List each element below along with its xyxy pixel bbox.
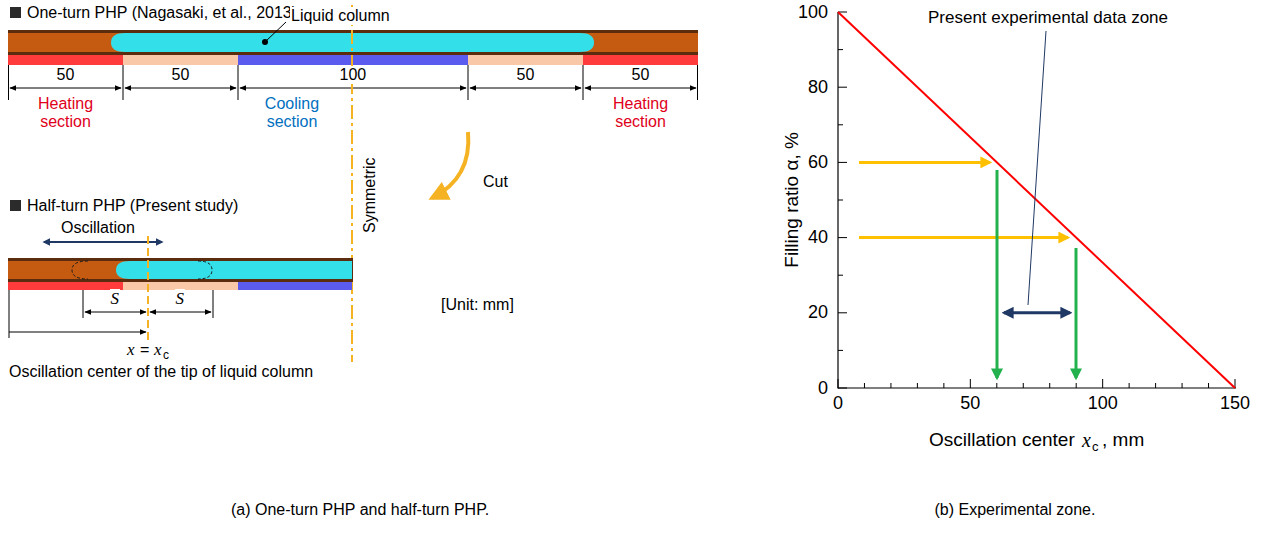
x-tick <box>1129 383 1130 388</box>
green-arrow <box>1075 248 1078 378</box>
amplitude-symbol: S <box>110 289 121 309</box>
heating-band <box>8 282 123 290</box>
y-tick <box>838 162 847 163</box>
x-tick <box>1155 383 1156 388</box>
panel-heading: One-turn PHP (Nagasaki, et al., 2013) <box>26 4 298 22</box>
oscillation-arrow <box>44 241 162 243</box>
symmetry-line <box>351 5 353 362</box>
x-tick <box>1023 383 1024 388</box>
y-tick <box>838 275 843 276</box>
x-tick <box>1182 383 1183 388</box>
axis-title: Oscillation center <box>928 429 1076 451</box>
x-tick-label: 150 <box>1219 393 1251 414</box>
adiabatic-band <box>468 55 583 65</box>
leader-line <box>265 22 286 42</box>
yellow-arrow <box>859 161 990 164</box>
center-line <box>147 236 149 340</box>
y-tick-label: 100 <box>797 2 829 23</box>
y-tick <box>838 312 847 313</box>
tube-wall <box>8 258 353 282</box>
bullet-square <box>10 200 21 211</box>
amplitude-symbol: S <box>175 289 186 309</box>
y-tick-label: 40 <box>807 227 829 248</box>
heating-band <box>8 55 123 65</box>
cut-arrow <box>432 132 468 198</box>
x-tick-label: 50 <box>959 393 981 414</box>
x-tick-label: 0 <box>832 393 844 414</box>
x-tick <box>996 383 997 388</box>
section-label: Heating section <box>601 95 681 132</box>
x-axis <box>838 387 1236 388</box>
y-tick <box>838 87 847 88</box>
panel-heading: Half-turn PHP (Present study) <box>26 197 239 215</box>
meniscus-outline <box>72 261 88 279</box>
axis-title: , mm <box>1101 429 1145 451</box>
y-tick <box>838 237 847 238</box>
symmetry-label: Symmetric <box>361 156 379 234</box>
dimension-arrows <box>9 312 211 332</box>
y-tick <box>838 200 843 201</box>
center-note: Oscillation center of the tip of liquid … <box>8 363 314 381</box>
subfigure-caption: (a) One-turn PHP and half-turn PHP. <box>230 501 490 519</box>
y-tick-label: 60 <box>807 152 829 173</box>
vapor-plug <box>8 261 352 279</box>
unit-note: [Unit: mm] <box>440 296 515 314</box>
callout-label: Present experimental data zone <box>927 8 1169 28</box>
motion-label: Oscillation <box>60 219 136 237</box>
y-tick <box>838 49 843 50</box>
leader-line <box>1028 31 1046 305</box>
y-tick <box>838 124 843 125</box>
subscript: c <box>1091 440 1100 455</box>
x-tick <box>1049 383 1050 388</box>
section-label: Heating section <box>26 95 106 132</box>
x-tick <box>917 383 918 388</box>
x-tick <box>1076 383 1077 388</box>
yellow-arrow <box>859 236 1068 239</box>
x-tick <box>890 383 891 388</box>
dimension: 50 <box>171 66 191 84</box>
x-tick <box>970 379 971 388</box>
cut-label: Cut <box>482 173 509 191</box>
axis-ticks <box>838 12 1235 388</box>
y-axis <box>837 12 838 389</box>
x-tick <box>864 383 865 388</box>
position-symbol: = <box>139 341 150 359</box>
y-tick-label: 0 <box>817 378 829 399</box>
heating-band <box>583 55 698 65</box>
liquid-column <box>116 261 352 279</box>
dimension: 50 <box>56 66 76 84</box>
dimension: 50 <box>516 66 536 84</box>
x-tick <box>1102 379 1103 388</box>
dimension-ticks <box>9 290 213 338</box>
x-tick <box>1208 383 1209 388</box>
fill-ratio-line <box>838 12 1235 388</box>
axis-title: Filling ratio α, % <box>781 131 803 269</box>
adiabatic-band <box>123 55 238 65</box>
position-symbol: x <box>126 340 136 360</box>
cooling-band <box>238 282 352 290</box>
dimension-ticks <box>9 65 698 100</box>
subfigure-caption: (b) Experimental zone. <box>934 501 1097 519</box>
meniscus-outline <box>198 261 212 279</box>
y-tick-label: 80 <box>807 77 829 98</box>
part-label: Liquid column <box>290 7 391 25</box>
dimension: 50 <box>631 66 651 84</box>
x-tick-label: 100 <box>1087 393 1119 414</box>
green-arrow <box>996 170 999 378</box>
section-label: Cooling section <box>252 95 332 132</box>
y-tick <box>838 350 843 351</box>
subscript: c <box>162 349 170 363</box>
zone-arrow <box>1004 311 1070 314</box>
y-tick-label: 20 <box>807 302 829 323</box>
x-tick <box>943 383 944 388</box>
bullet-square <box>10 7 21 18</box>
dimension: 100 <box>339 66 368 84</box>
